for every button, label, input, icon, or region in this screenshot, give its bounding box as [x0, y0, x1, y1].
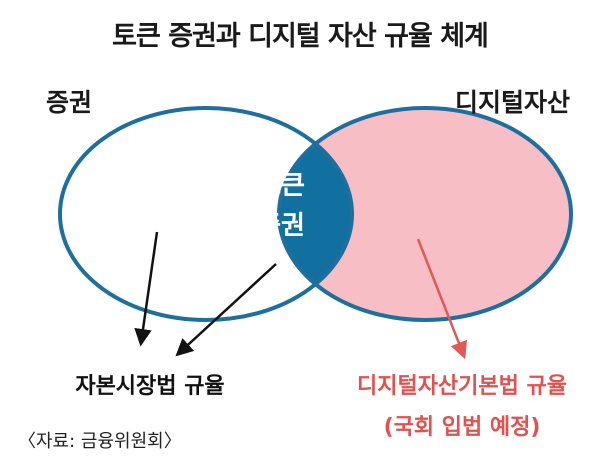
token-securities-to-capital-markets-arrow	[175, 263, 277, 357]
intersection-label-line1: 토큰	[257, 171, 305, 201]
digital-asset-to-basic-act-arrow	[416, 238, 468, 360]
intersection-label-line2: 증권	[257, 211, 305, 241]
securities-set	[60, 108, 352, 320]
securities-label: 증권	[46, 88, 92, 117]
securities-set-outline	[58, 106, 354, 322]
digital-asset-label: 디지털자산	[455, 88, 570, 117]
source-note: 〈자료: 금융위원회〉	[18, 431, 182, 452]
digital-asset-basic-act-label: 디지털자산기본법 규율	[357, 374, 567, 399]
securities-to-capital-markets-arrow	[134, 231, 159, 347]
digital-asset-set	[279, 108, 571, 320]
digital-asset-set-outline	[277, 106, 573, 322]
diagram-title: 토큰 증권과 디지털 자산 규율 체계	[112, 21, 489, 52]
legislation-pending-note: (국회 입법 예정)	[384, 415, 541, 440]
capital-markets-act-label: 자본시장법 규율	[75, 374, 224, 399]
